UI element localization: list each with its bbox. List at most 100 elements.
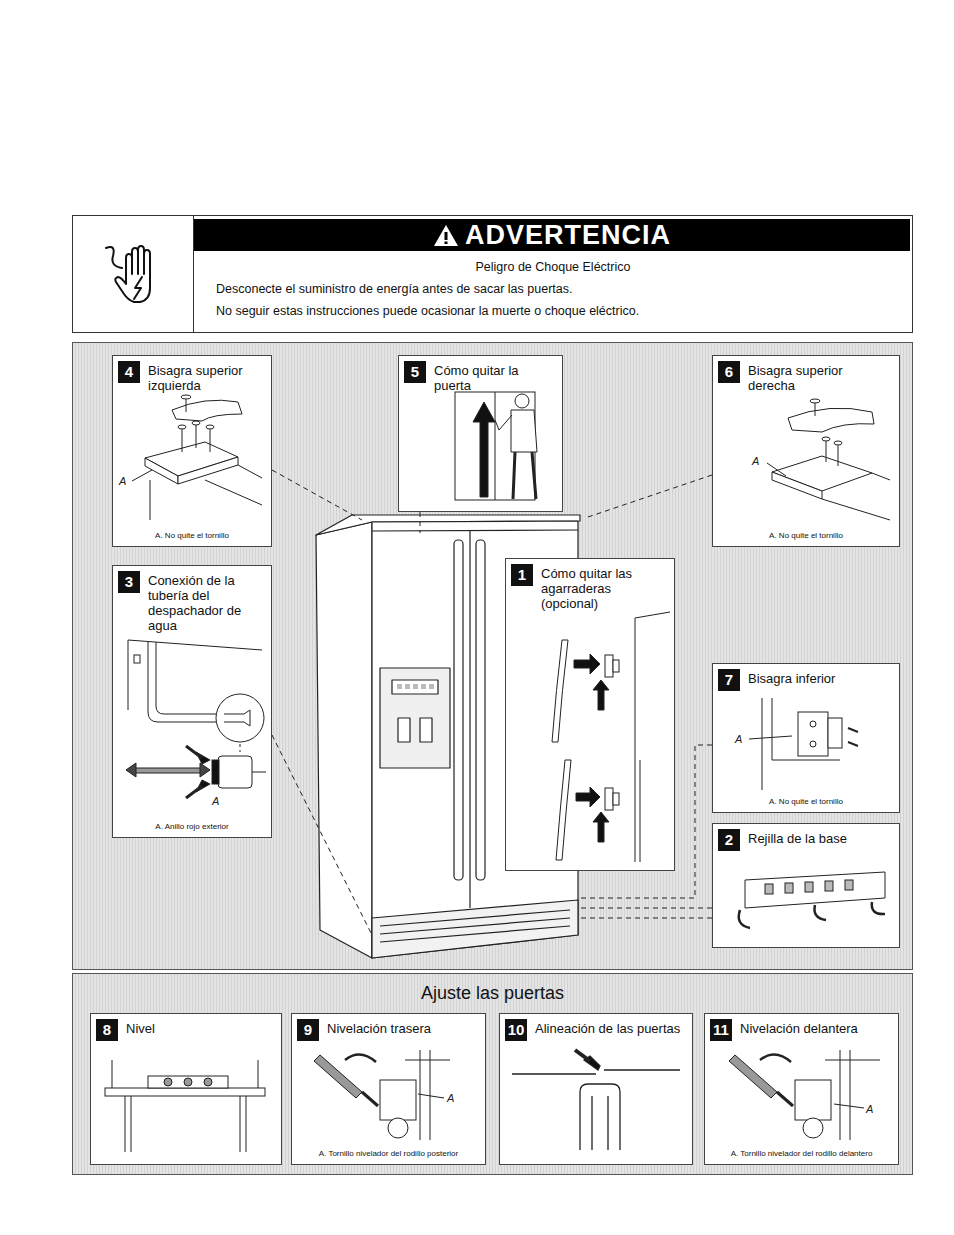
water-line-drawing [134, 655, 140, 663]
callout-number: 3 [118, 571, 140, 593]
step-header: 5Cómo quitar la puerta [399, 356, 562, 393]
step-title: Nivelación trasera [327, 1019, 431, 1036]
water-line-drawing [132, 768, 204, 773]
bottom-hinge-drawing [749, 736, 792, 739]
rear-leveling-drawing [345, 1054, 376, 1062]
refrigerator [469, 531, 470, 908]
part-letter: A [447, 1092, 454, 1104]
water-line-drawing [212, 760, 219, 784]
rear-leveling-drawing [314, 1050, 450, 1140]
step-title: Cómo quitar la puerta [434, 361, 556, 393]
left-hinge-drawing [210, 428, 211, 452]
step-title: Rejilla de la base [748, 829, 847, 846]
front-leveling-drawing [729, 1055, 777, 1098]
warning-text: Desconecte el suministro de energía ante… [194, 282, 912, 297]
warning-body: ADVERTENCIA Peligro de Choque EléctricoDe… [194, 216, 912, 327]
door-removal-drawing [513, 452, 536, 499]
callout-number: 8 [96, 1019, 118, 1041]
handle-drawing [552, 612, 670, 862]
leader-line [578, 908, 712, 909]
step-header: 9Nivelación trasera [292, 1014, 485, 1041]
part-caption: A. Tornillo nivelador del rodillo delant… [705, 1147, 898, 1164]
adjust-panel: Ajuste las puertas8Nivel9Nivelación tras… [72, 973, 913, 1175]
door-removal-drawing [511, 410, 537, 452]
handle-drawing [593, 812, 609, 842]
step-header: 7Bisagra inferior [713, 664, 899, 691]
main-panel [73, 343, 913, 970]
step-title: Bisagra superior izquierda [148, 361, 265, 393]
left-hinge-drawing [178, 457, 238, 484]
door-removal-drawing [473, 402, 495, 497]
step-box: 1Cómo quitar las agarraderas (opcional) [505, 558, 675, 871]
rear-leveling-drawing [388, 1118, 408, 1138]
handle-drawing [635, 612, 670, 862]
right-hinge-drawing [788, 408, 874, 432]
rear-leveling-drawing [418, 1094, 444, 1098]
leader-line [272, 735, 372, 935]
door-alignment-drawing [575, 1050, 590, 1061]
leader-line [578, 918, 712, 919]
door-alignment-drawing [592, 1096, 608, 1150]
base-grille-drawing [805, 882, 813, 892]
step-box: 10Alineación de las puertas [499, 1013, 693, 1165]
step-title: Nivelación delantera [740, 1019, 858, 1036]
warning-subtitle: Peligro de Choque Eléctrico [194, 260, 912, 275]
base-grille-drawing [872, 902, 885, 914]
water-line-drawing [252, 772, 266, 773]
level-drawing [184, 1078, 192, 1086]
part-caption: A. No quite el tornillo [713, 795, 899, 812]
water-line-drawing [240, 744, 241, 752]
door-alignment-drawing [512, 1070, 680, 1074]
handle-drawing [593, 680, 609, 710]
water-line-drawing [218, 756, 252, 788]
right-hinge-drawing [838, 444, 839, 466]
right-hinge-drawing [826, 440, 827, 462]
refrigerator [398, 718, 410, 742]
refrigerator [380, 926, 570, 942]
warning-bar: ADVERTENCIA [194, 219, 910, 251]
step-title: Bisagra superior derecha [748, 361, 893, 393]
left-hinge-drawing [172, 400, 242, 421]
level-drawing [105, 1060, 265, 1152]
refrigerator [397, 684, 402, 689]
bottom-hinge-drawing [810, 721, 816, 727]
callout-number: 2 [718, 829, 740, 851]
part-letter: A [735, 733, 742, 745]
level-drawing [148, 1076, 228, 1088]
step-box: 6Bisagra superior derechaA. No quite el … [712, 355, 900, 547]
part-caption: A. No quite el tornillo [713, 529, 899, 546]
step-title: Alineación de las puertas [535, 1019, 680, 1036]
right-hinge-drawing [767, 463, 786, 476]
level-drawing [112, 1060, 258, 1152]
right-hinge-drawing [815, 402, 816, 416]
left-hinge-drawing [192, 421, 200, 425]
door-removal-drawing [455, 392, 537, 500]
part-letter: A [212, 795, 219, 807]
icon-cell [73, 216, 194, 332]
front-leveling-drawing [729, 1050, 880, 1140]
base-grille-drawing [739, 872, 885, 928]
step-title: Nivel [126, 1019, 155, 1036]
refrigerator [372, 900, 578, 958]
base-grille-drawing [745, 872, 885, 908]
level-drawing [105, 1088, 265, 1096]
right-hinge-drawing [772, 472, 822, 499]
part-caption: A. Anillo rojo exterior [113, 820, 271, 837]
door-removal-drawing [515, 394, 529, 408]
step-title: Conexión de la tubería del despachador d… [148, 571, 265, 633]
step-header: 10Alineación de las puertas [500, 1014, 692, 1041]
warning-heading: ADVERTENCIA [465, 220, 671, 250]
refrigerator [454, 540, 463, 880]
left-hinge-drawing [132, 395, 262, 520]
shock-icon [134, 277, 142, 299]
step-title: Cómo quitar las agarraderas (opcional) [541, 564, 668, 611]
alert-mark [444, 232, 447, 240]
base-grille-drawing [814, 905, 826, 920]
shock-icon [106, 246, 150, 302]
shock-icon [115, 246, 150, 302]
part-letter: A [119, 475, 126, 487]
water-line-drawing [216, 694, 264, 742]
handle-drawing [613, 660, 619, 672]
rear-leveling-drawing [380, 1080, 416, 1120]
